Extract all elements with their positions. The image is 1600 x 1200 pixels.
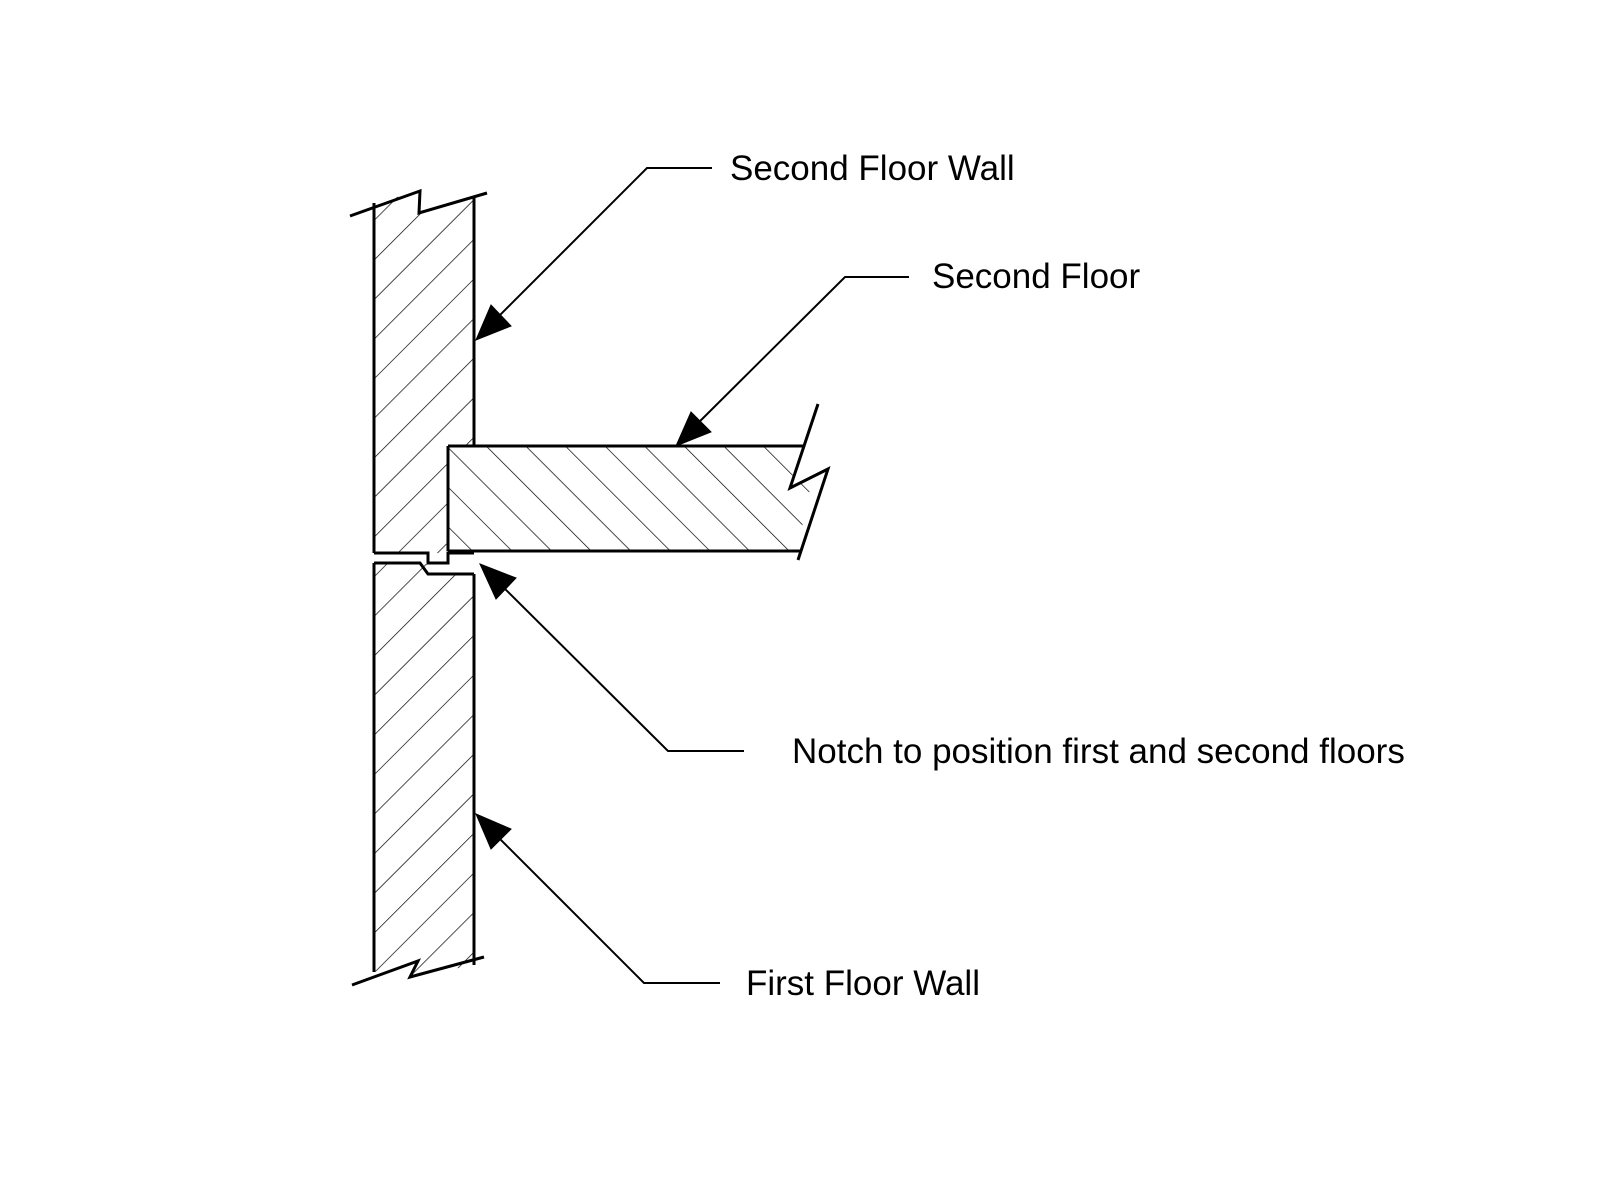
- first-floor-wall-section: [351, 561, 485, 987]
- label-second-floor: Second Floor: [932, 257, 1141, 296]
- second-floor-slab-section: [446, 403, 831, 561]
- leader-notch: [479, 563, 744, 752]
- leader-second-floor-wall: [475, 167, 712, 341]
- leader-first-floor-wall: [475, 813, 720, 984]
- leader-second-floor: [675, 276, 909, 447]
- label-first-floor-wall: First Floor Wall: [746, 964, 980, 1003]
- label-notch: Notch to position first and second floor…: [792, 732, 1405, 771]
- label-second-floor-wall: Second Floor Wall: [730, 149, 1015, 188]
- second-floor-wall-section: [349, 188, 488, 565]
